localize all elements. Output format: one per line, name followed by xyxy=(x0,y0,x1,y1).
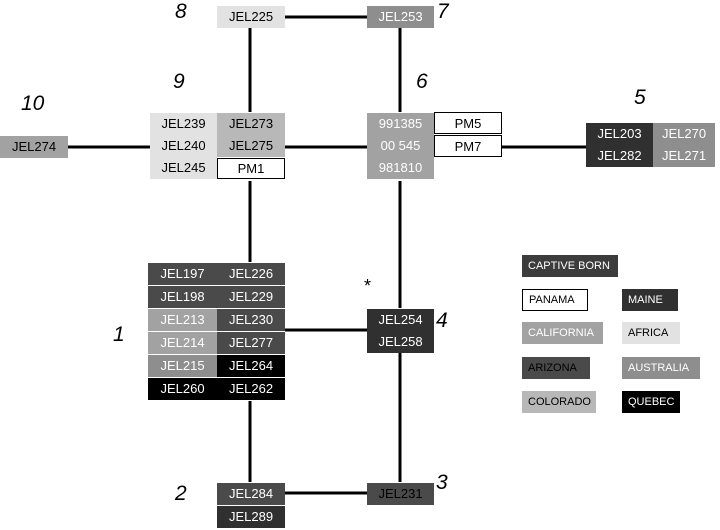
node-2-cell-1: JEL289 xyxy=(217,506,285,528)
node-1-right-3: JEL277 xyxy=(217,332,285,354)
node-10-cell: JEL274 xyxy=(0,136,68,158)
legend-panama: PANAMA xyxy=(522,289,588,311)
node-6-left-1: 00 545 xyxy=(367,135,434,157)
legend-california: CALIFORNIA xyxy=(522,322,603,344)
node-9-right-2: PM1 xyxy=(217,158,285,179)
legend-australia: AUSTRALIA xyxy=(622,357,700,379)
node-1-left-4: JEL215 xyxy=(148,355,217,377)
node-7-number: 7 xyxy=(437,0,449,23)
legend-arizona: ARIZONA xyxy=(522,357,590,379)
legend-quebec: QUEBEC xyxy=(622,391,680,413)
node-6-right-0: PM5 xyxy=(434,112,502,134)
node-1-left-3: JEL214 xyxy=(148,332,217,354)
node-1-left-0: JEL197 xyxy=(148,263,217,285)
node-4-mark: * xyxy=(364,276,372,296)
node-9-number: 9 xyxy=(173,70,185,93)
node-9-right-1: JEL275 xyxy=(217,135,285,157)
node-1-right-0: JEL226 xyxy=(217,263,285,285)
node-3-number: 3 xyxy=(436,471,448,494)
node-1-number: 1 xyxy=(113,323,125,346)
node-1-right-5: JEL262 xyxy=(217,378,285,400)
node-5-left-0: JEL203 xyxy=(586,123,653,145)
node-4-cell-1: JEL258 xyxy=(367,331,434,353)
node-5-right-1: JEL271 xyxy=(653,145,715,167)
node-5-right-0: JEL270 xyxy=(653,123,715,145)
node-9-left-0: JEL239 xyxy=(150,113,217,135)
node-9-right-0: JEL273 xyxy=(217,113,285,135)
node-2-cell-0: JEL284 xyxy=(217,483,285,505)
node-1-right-1: JEL229 xyxy=(217,286,285,308)
node-1-left-2: JEL213 xyxy=(148,309,217,331)
node-6-left-2: 981810 xyxy=(367,157,434,179)
node-1-right-4: JEL264 xyxy=(217,355,285,377)
node-1-left-1: JEL198 xyxy=(148,286,217,308)
legend-captive-born: CAPTIVE BORN xyxy=(522,255,618,277)
node-8-cell: JEL225 xyxy=(217,6,285,28)
node-3-cell: JEL231 xyxy=(367,483,434,505)
legend-maine: MAINE xyxy=(622,289,678,311)
node-1-right-2: JEL230 xyxy=(217,309,285,331)
node-9-left-2: JEL245 xyxy=(150,157,217,179)
node-7-cell: JEL253 xyxy=(367,6,434,28)
node-6-left-0: 991385 xyxy=(367,113,434,135)
node-4-number: 4 xyxy=(436,309,448,332)
node-2-number: 2 xyxy=(175,482,187,505)
node-5-left-1: JEL282 xyxy=(586,145,653,167)
node-5-number: 5 xyxy=(634,86,646,109)
node-9-left-1: JEL240 xyxy=(150,135,217,157)
node-8-number: 8 xyxy=(175,0,187,23)
node-6-right-1: PM7 xyxy=(434,135,502,157)
node-10-number: 10 xyxy=(21,92,45,115)
node-1-left-5: JEL260 xyxy=(148,378,217,400)
legend-africa: AFRICA xyxy=(622,322,680,344)
node-6-number: 6 xyxy=(416,70,428,93)
legend-colorado: COLORADO xyxy=(522,391,596,413)
node-4-cell-0: JEL254 xyxy=(367,309,434,331)
